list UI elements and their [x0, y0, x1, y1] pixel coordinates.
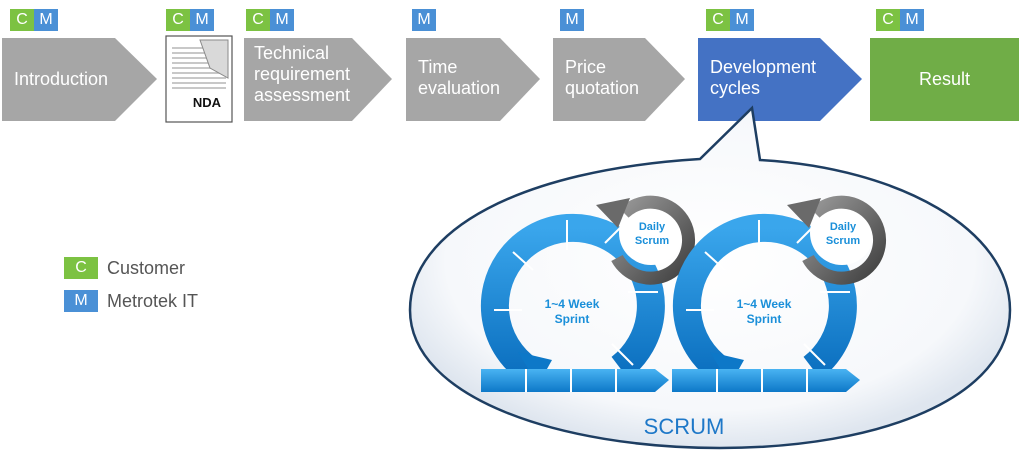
daily-scrum-cycle-icon — [596, 195, 696, 285]
roles-development: C M — [706, 9, 754, 31]
sprint-line-2: Sprint — [747, 312, 782, 326]
nda-document-icon — [165, 35, 233, 123]
step-technical-label: Technical requirement assessment — [254, 43, 351, 105]
step-price-shape — [553, 38, 685, 121]
nda-label: NDA — [193, 95, 222, 110]
scrum-title: SCRUM — [644, 414, 725, 439]
daily-scrum-line-1: Daily — [830, 221, 857, 233]
metrotek-badge: M — [560, 9, 584, 31]
step-technical-shape — [244, 38, 392, 121]
legend-customer-key: C — [64, 257, 98, 279]
step-development-shape — [698, 38, 862, 121]
step-result-label: Result — [918, 69, 971, 89]
metrotek-badge: M — [34, 9, 58, 31]
sprint-line-2: Sprint — [555, 312, 590, 326]
metrotek-badge: M — [190, 9, 214, 31]
step-time-shape — [406, 38, 540, 121]
roles-time: M — [412, 9, 436, 31]
legend-metrotek-label: Metrotek IT — [107, 290, 199, 311]
roles-result: C M — [876, 9, 924, 31]
step-result-shape — [870, 38, 1019, 121]
customer-badge: C — [706, 9, 730, 31]
metrotek-badge: M — [730, 9, 754, 31]
legend-metrotek-key: M — [64, 290, 98, 312]
step-development-label: Development cycles — [710, 57, 817, 98]
sprint-bar-arrow-icon — [672, 369, 860, 392]
roles-technical: C M — [246, 9, 294, 31]
metrotek-badge: M — [270, 9, 294, 31]
customer-badge: C — [166, 9, 190, 31]
roles-nda: C M — [166, 9, 214, 31]
legend-customer: C Customer — [64, 257, 185, 279]
scrum-cycle-2 — [672, 195, 887, 392]
daily-scrum-line-2: Scrum — [826, 235, 860, 247]
daily-scrum-cycle-icon — [787, 195, 887, 285]
sprint-line-1: 1~4 Week — [545, 297, 600, 311]
customer-badge: C — [10, 9, 34, 31]
sprint-line-1: 1~4 Week — [737, 297, 792, 311]
sprint-bar-arrow-icon — [481, 369, 669, 392]
roles-price: M — [560, 9, 584, 31]
roles-introduction: C M — [10, 9, 58, 31]
metrotek-badge: M — [900, 9, 924, 31]
sprint-ring-icon — [480, 213, 665, 387]
customer-badge: C — [876, 9, 900, 31]
step-introduction-label: Introduction — [14, 69, 109, 89]
legend-customer-label: Customer — [107, 257, 186, 278]
step-price-label: Price quotation — [565, 57, 640, 98]
step-time-label: Time evaluation — [418, 57, 501, 98]
metrotek-badge: M — [412, 9, 436, 31]
legend-metrotek: M Metrotek IT — [64, 290, 198, 312]
step-introduction-shape — [2, 38, 157, 121]
scrum-bubble — [408, 105, 1012, 450]
daily-scrum-line-1: Daily — [639, 221, 666, 233]
daily-scrum-line-2: Scrum — [635, 235, 669, 247]
customer-badge: C — [246, 9, 270, 31]
scrum-cycle-1 — [480, 195, 696, 392]
